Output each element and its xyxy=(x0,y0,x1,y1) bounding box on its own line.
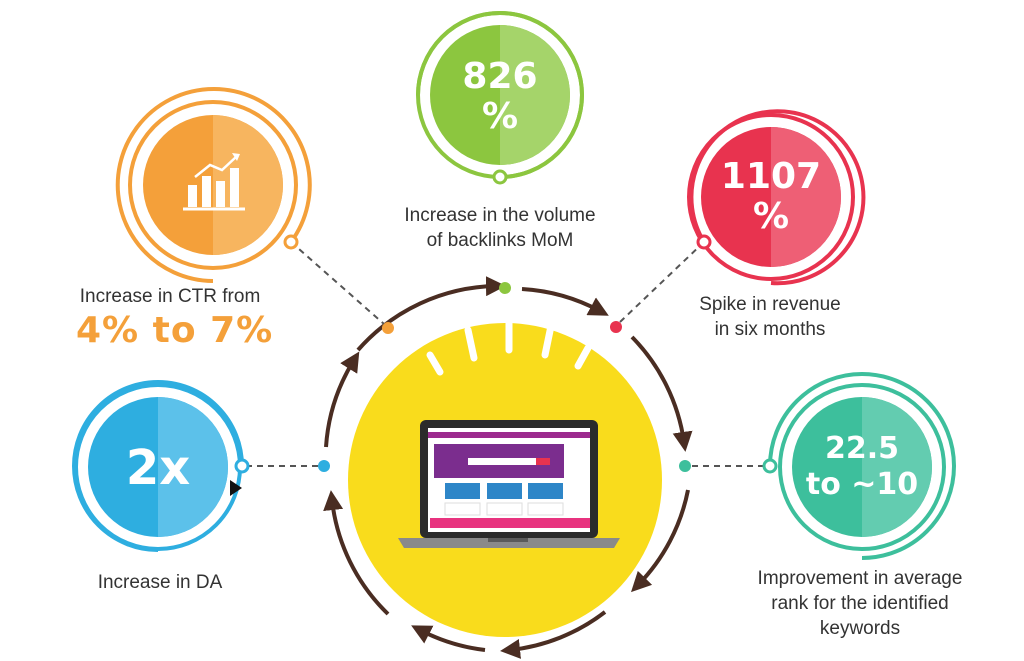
bar-chart-trend-icon xyxy=(183,153,245,211)
revenue-value-line1: 1107 xyxy=(721,156,821,197)
revenue-label-line1: Spike in revenue xyxy=(699,294,841,315)
cycle-arrows xyxy=(323,276,693,659)
center-hub xyxy=(348,314,662,637)
da-badge: 2x xyxy=(72,380,250,552)
ctr-label: Increase in CTR from xyxy=(79,286,261,307)
revenue-value-line2: % xyxy=(753,196,789,237)
backlinks-value-line1: 826 xyxy=(462,56,537,97)
connector-dot-blue xyxy=(318,460,330,472)
rank-badge: 22.5 to ~10 xyxy=(762,372,956,560)
backlinks-badge: 826 % xyxy=(416,11,584,185)
backlinks-value-line2: % xyxy=(482,96,518,137)
connector-dot-orange xyxy=(382,322,394,334)
laptop-icon xyxy=(398,420,620,548)
connector-dot-green xyxy=(499,282,511,294)
da-label: Increase in DA xyxy=(97,572,223,593)
backlinks-label-line1: Increase in the volume xyxy=(404,205,596,226)
revenue-label-line2: in six months xyxy=(714,319,826,340)
revenue-badge: 1107 % xyxy=(687,109,866,286)
backlinks-label-line2: of backlinks MoM xyxy=(426,230,574,251)
ctr-highlight: 4% to 7% xyxy=(76,310,274,351)
da-value: 2x xyxy=(126,440,190,496)
rank-label-line2: rank for the identified xyxy=(771,593,949,614)
connector-dot-red xyxy=(610,321,622,333)
dashed-connectors xyxy=(246,241,764,467)
rank-value-line2: to ~10 xyxy=(806,467,918,502)
rank-label-line3: keywords xyxy=(819,618,901,639)
ctr-badge xyxy=(115,87,312,283)
rank-value-line1: 22.5 xyxy=(825,431,899,466)
rank-label-line1: Improvement in average xyxy=(757,568,963,589)
light-rays xyxy=(426,314,592,376)
connector-dot-teal xyxy=(679,460,691,472)
